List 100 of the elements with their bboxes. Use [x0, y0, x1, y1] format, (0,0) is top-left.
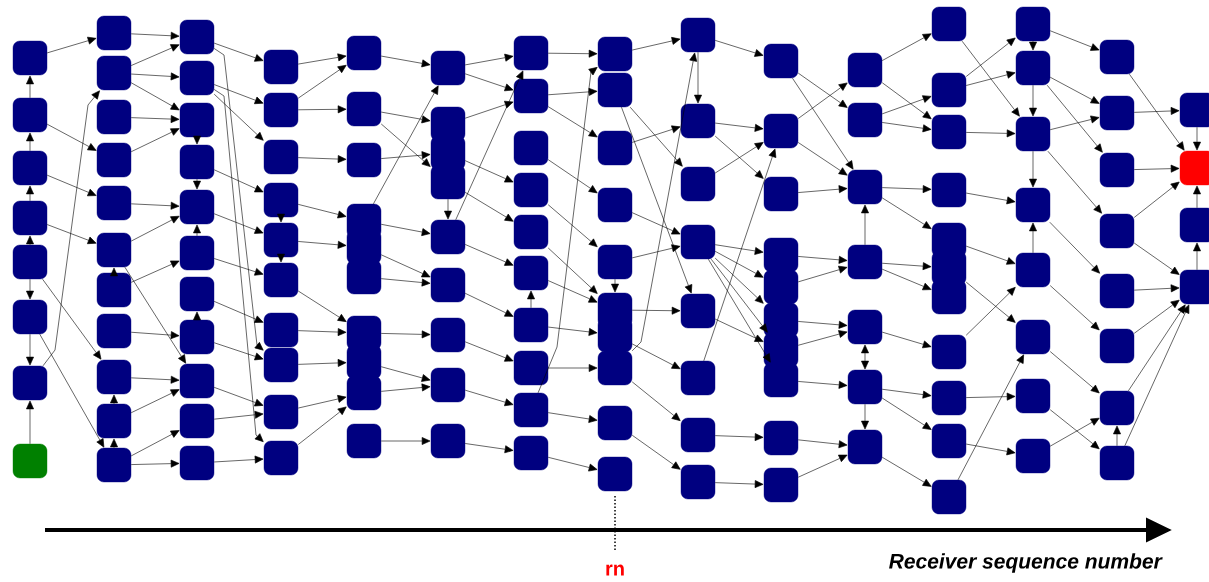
arrow	[797, 82, 848, 119]
axis-marker-label: rn	[606, 564, 624, 576]
arrow	[130, 331, 180, 340]
arrow	[714, 244, 764, 255]
packet-node	[680, 464, 716, 500]
arrow	[1193, 185, 1201, 209]
arrow	[631, 37, 681, 51]
arrow	[881, 33, 932, 61]
arrow	[797, 330, 848, 346]
arrow	[965, 192, 1016, 205]
arrow	[1049, 115, 1100, 130]
arrow	[380, 278, 431, 287]
arrow	[1029, 150, 1037, 188]
arrow	[464, 443, 514, 454]
packet-node	[1015, 187, 1051, 223]
arrow	[213, 84, 264, 105]
arrow	[1193, 242, 1201, 271]
arrow	[213, 258, 264, 276]
arrow	[26, 235, 34, 246]
packet-node	[263, 49, 299, 85]
packet-node	[12, 97, 48, 133]
packet-node	[263, 139, 299, 175]
arrow	[42, 90, 100, 367]
arrow	[1049, 351, 1100, 394]
arrow	[130, 375, 180, 384]
arrow	[611, 278, 619, 293]
packet-node	[1179, 269, 1209, 305]
packet-node	[931, 423, 967, 459]
arrow	[1133, 181, 1180, 218]
arrow	[213, 455, 264, 464]
packet-node	[597, 456, 633, 492]
arrow	[965, 70, 1016, 86]
arrow	[1133, 299, 1180, 334]
arrow	[714, 433, 764, 441]
packet-node	[346, 259, 382, 295]
arrow	[213, 342, 264, 361]
packet-node	[680, 166, 716, 202]
packet-node	[1099, 152, 1135, 188]
arrow	[26, 75, 34, 99]
packet-node	[513, 435, 549, 471]
arrow	[110, 438, 118, 449]
arrow	[46, 174, 97, 197]
arrow	[710, 258, 768, 333]
arrow	[1049, 409, 1100, 450]
packet-node	[96, 447, 132, 483]
arrow	[797, 142, 848, 176]
packet-node	[430, 423, 466, 459]
packet-node	[597, 405, 633, 441]
packet-node	[680, 293, 716, 329]
arrow	[797, 255, 848, 264]
arrow	[714, 480, 764, 488]
packet-node	[430, 164, 466, 200]
arrow	[965, 281, 1016, 323]
packet-node	[179, 102, 215, 138]
arrow	[547, 280, 598, 303]
arrow	[464, 341, 514, 362]
packet-node	[597, 72, 633, 108]
packet-node	[597, 187, 633, 223]
arrow	[46, 123, 97, 151]
packet-node	[346, 423, 382, 459]
packet-node	[1015, 6, 1051, 42]
arrow	[1193, 126, 1201, 151]
arrow	[464, 160, 514, 183]
packet-node	[847, 309, 883, 345]
packet-node	[1179, 92, 1209, 128]
packet-node	[513, 130, 549, 166]
packet-node	[763, 43, 799, 79]
arrow	[881, 197, 932, 230]
arrow	[46, 224, 97, 245]
packet-node	[1015, 378, 1051, 414]
packet-node	[12, 299, 48, 335]
arrow	[297, 240, 347, 249]
arrow	[130, 430, 180, 457]
arrow	[714, 318, 764, 342]
arrow	[130, 128, 180, 152]
packet-node	[430, 50, 466, 86]
packet-node	[680, 103, 716, 139]
arrow	[297, 290, 347, 322]
packet-node	[680, 17, 716, 53]
arrow	[464, 389, 514, 407]
arrow	[881, 95, 932, 115]
arrow	[26, 185, 34, 202]
arrow	[213, 93, 264, 141]
arrow	[297, 204, 347, 219]
arrow	[464, 244, 514, 266]
arrow	[42, 278, 102, 360]
arrow	[1133, 107, 1180, 115]
arrow	[213, 89, 264, 442]
packet-node	[1099, 95, 1135, 131]
arrow	[110, 267, 118, 277]
packet-node	[96, 272, 132, 308]
arrow	[1049, 76, 1100, 104]
arrow	[297, 406, 347, 445]
packet-node	[847, 52, 883, 88]
packet-node	[513, 78, 549, 114]
arrow	[464, 73, 514, 92]
arrow	[714, 135, 764, 179]
arrow	[1124, 304, 1190, 447]
arrow	[26, 400, 34, 445]
packet-node	[513, 307, 549, 343]
